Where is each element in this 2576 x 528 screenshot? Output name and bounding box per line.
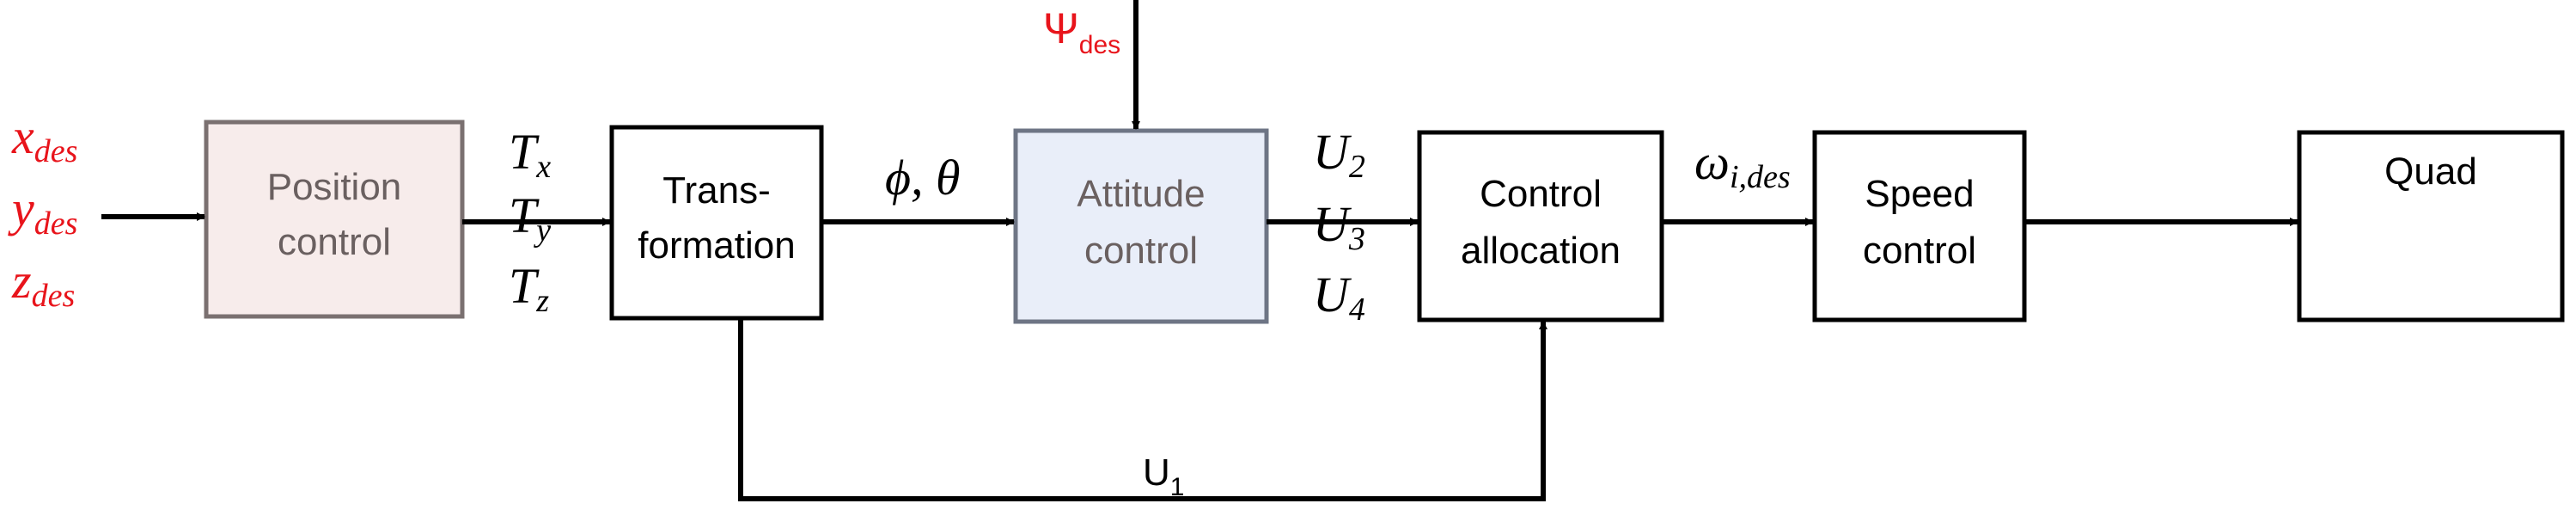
u1-feedthrough-path xyxy=(738,318,1547,501)
u4-label: U4 xyxy=(1313,267,1365,328)
control-allocation-label-line2: allocation xyxy=(1461,230,1621,272)
phi-theta-label: ϕ, θ xyxy=(885,150,961,206)
omega-i-des-label: ωi,des xyxy=(1694,134,1791,195)
y-des-label: ydes xyxy=(8,181,77,242)
position-control-label-line1: Position xyxy=(267,166,402,208)
attitude-control-label-line1: Attitude xyxy=(1077,173,1205,215)
transformation-label-line1: Trans- xyxy=(662,169,771,212)
position-control-label-line2: control xyxy=(278,221,391,263)
u2-label: U2 xyxy=(1313,124,1365,185)
desired-inputs: xdes ydes zdes Ψdes xyxy=(8,4,1120,314)
attitude-control-block: Attitude control xyxy=(1013,128,1269,324)
u3-label: U3 xyxy=(1313,196,1365,257)
position-control-block: Position control xyxy=(204,120,465,319)
speed-control-label-line1: Speed xyxy=(1865,173,1974,215)
speed-control-label-line2: control xyxy=(1863,230,1976,272)
ty-label: Ty xyxy=(509,187,551,249)
psi-des-label: Ψdes xyxy=(1043,4,1120,59)
signal-labels: Tx Ty Tz ϕ, θ U2 U3 U4 ωi,des U1 xyxy=(509,124,1791,501)
control-allocation-block: Control allocation xyxy=(1417,130,1664,322)
x-des-label: xdes xyxy=(11,108,77,169)
control-allocation-label-line1: Control xyxy=(1480,173,1602,215)
tz-label: Tz xyxy=(509,258,549,319)
transformation-block: Trans- formation xyxy=(609,125,824,321)
quad-block: Quad xyxy=(2297,130,2565,322)
z-des-label: zdes xyxy=(11,253,75,314)
quad-label: Quad xyxy=(2384,150,2477,193)
u1-label: U1 xyxy=(1143,451,1184,501)
attitude-control-label-line2: control xyxy=(1084,230,1198,272)
transformation-label-line2: formation xyxy=(638,224,795,267)
tx-label: Tx xyxy=(509,124,551,185)
speed-control-block: Speed control xyxy=(1812,130,2027,322)
